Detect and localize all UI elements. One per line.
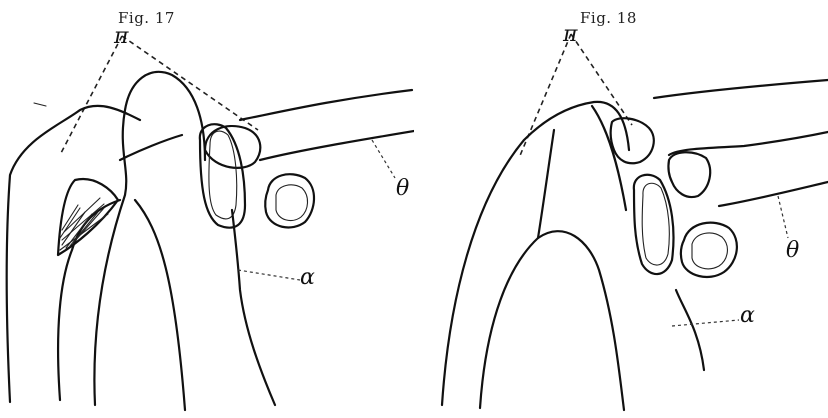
apex-dashed-line-right <box>571 34 632 125</box>
central-bone-right-edge <box>135 200 185 410</box>
ossicle-cap <box>611 118 654 163</box>
ossicle-middle-inner <box>209 131 237 219</box>
figure-17-drawing <box>0 0 414 418</box>
apex-dashed-line-right <box>122 36 258 130</box>
theta-label: θ <box>396 178 409 200</box>
ossicle-round-inner <box>692 233 727 269</box>
apex-dashed-line-left <box>60 36 122 155</box>
outer-contour <box>442 102 629 405</box>
long-bone-lower <box>260 130 414 160</box>
long-bone-upper <box>654 80 828 98</box>
ossicle-middle <box>634 175 674 274</box>
central-bone-inner <box>120 135 182 160</box>
long-bone-lower <box>719 182 828 206</box>
alpha-pointer <box>238 270 300 280</box>
long-bone-upper-cap <box>669 132 828 155</box>
long-bone-end <box>232 210 275 405</box>
alpha-label: α <box>300 267 315 289</box>
theta-pointer <box>778 196 788 238</box>
outer-contour <box>7 106 140 402</box>
apex-label: π <box>563 24 577 46</box>
theta-pointer <box>372 140 395 178</box>
theta-label: θ <box>786 240 799 262</box>
apex-dashed-line-left <box>519 34 571 158</box>
lower-edge <box>676 290 704 370</box>
central-bone-right <box>592 106 626 210</box>
long-bone-upper <box>240 90 412 120</box>
central-bone <box>94 72 205 405</box>
alpha-pointer <box>672 320 739 326</box>
ossicle-middle-inner <box>642 183 669 265</box>
apex-label: π <box>114 26 128 48</box>
inner-contour <box>480 231 624 410</box>
stray-mark <box>34 103 46 106</box>
figure-18: Fig. 18 π θ α <box>414 0 828 418</box>
ossicle-round-inner <box>276 185 308 221</box>
alpha-label: α <box>740 305 755 327</box>
hatching <box>60 198 108 250</box>
small-ossicle <box>668 152 710 197</box>
central-bone <box>538 130 554 238</box>
inner-left-contour <box>58 200 120 400</box>
ossicle-round <box>265 174 314 227</box>
figure-18-drawing <box>414 0 828 418</box>
figure-17: Fig. 17 π θ α <box>0 0 414 418</box>
